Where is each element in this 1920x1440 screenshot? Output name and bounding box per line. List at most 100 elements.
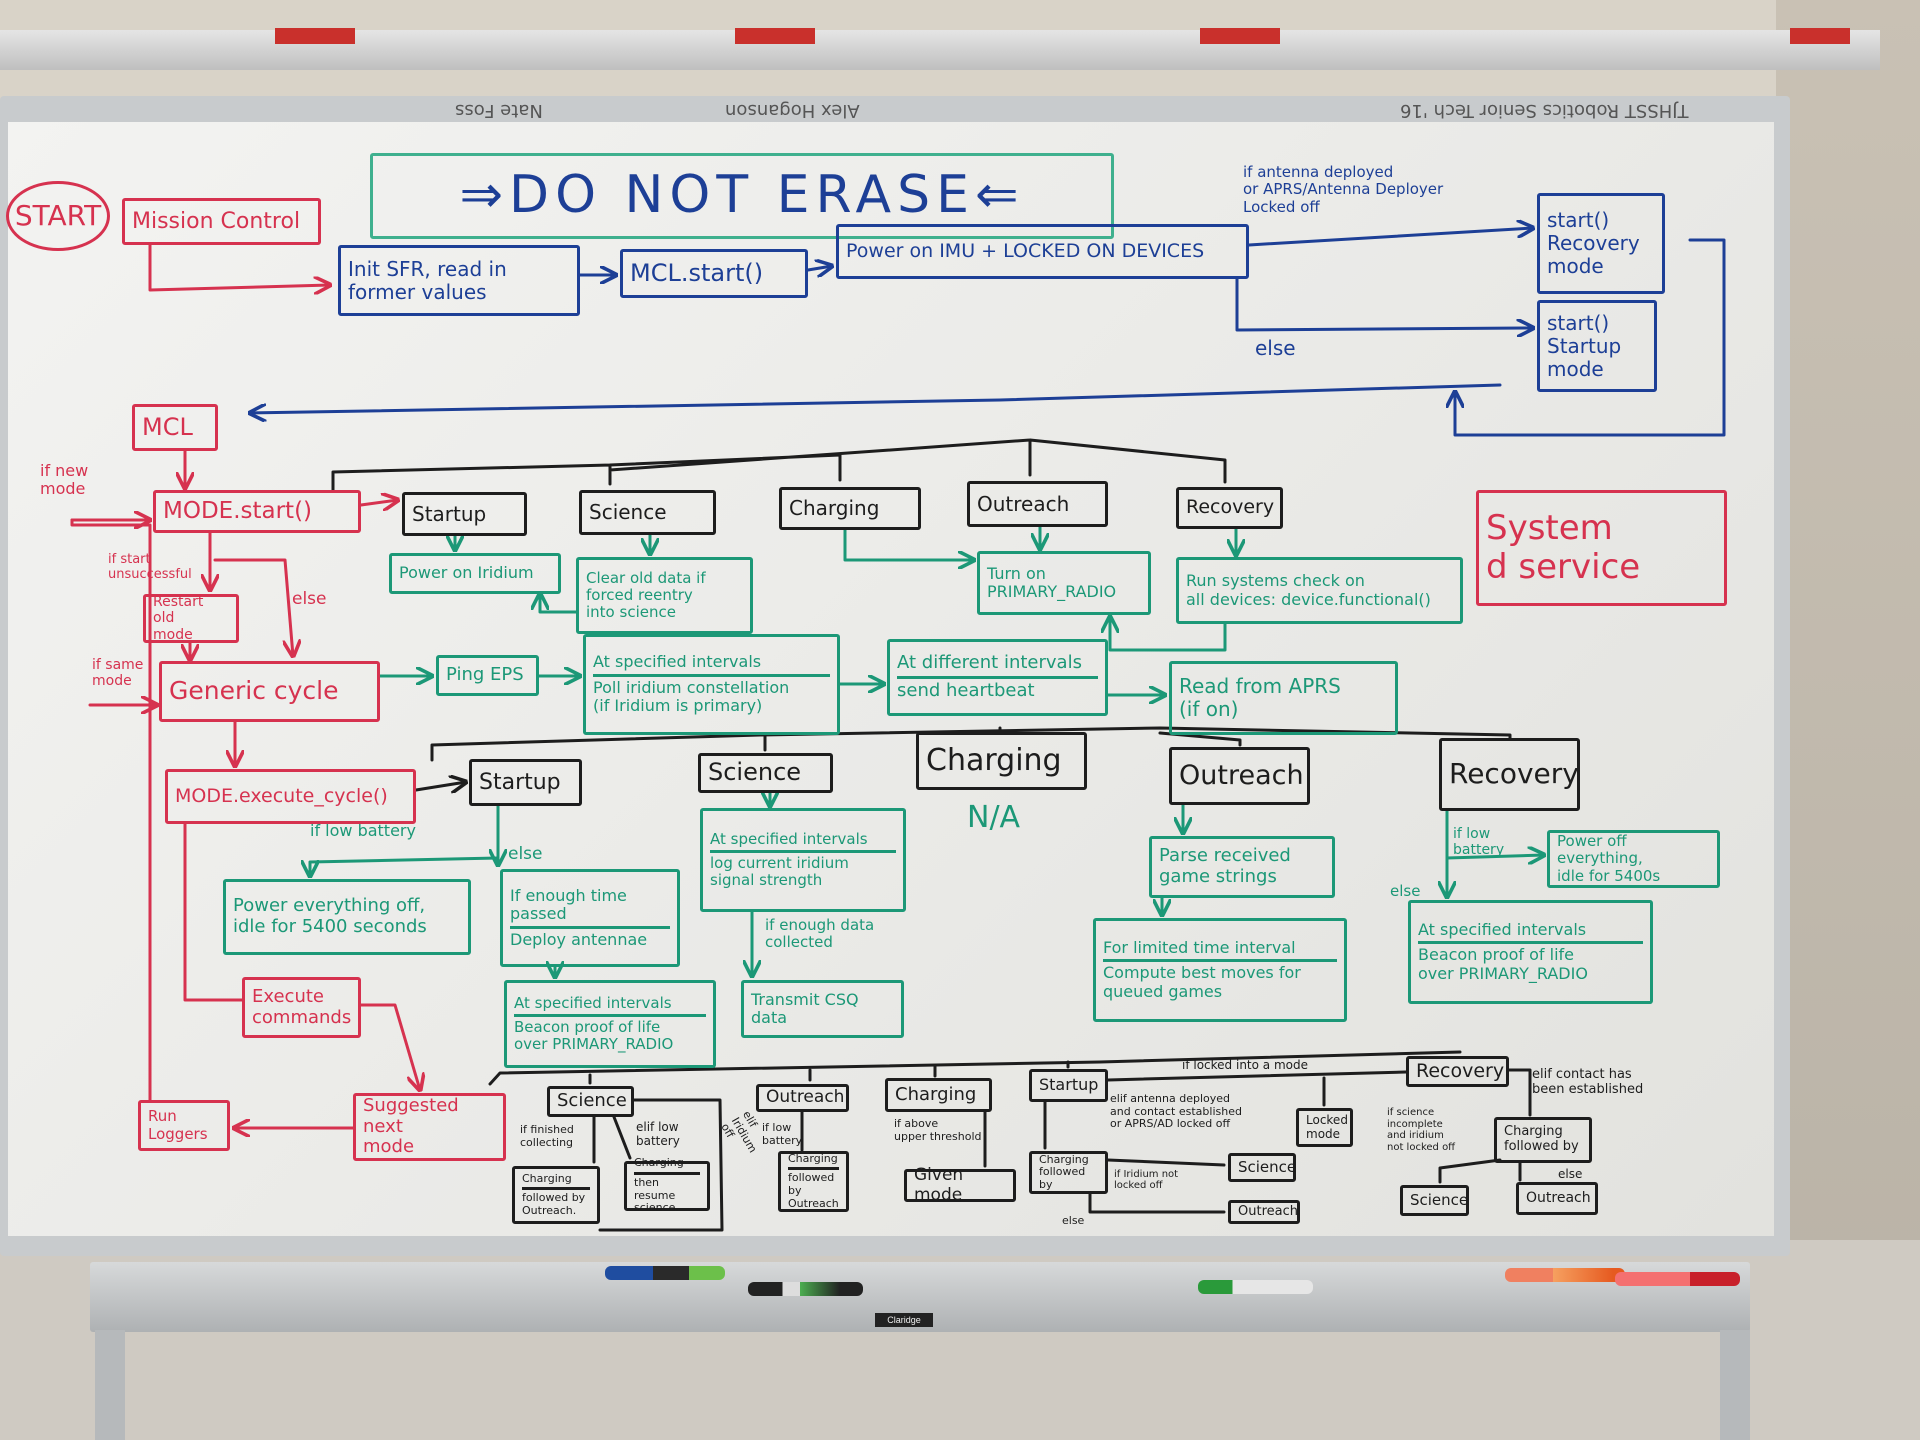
stand-leg bbox=[95, 1330, 125, 1440]
b-ch-follow-box: Charging followed by bbox=[1029, 1151, 1108, 1194]
suggested-box: Suggested next mode bbox=[353, 1093, 506, 1161]
elif-contact-label: elif contact has been established bbox=[1532, 1067, 1644, 1097]
start-box: START bbox=[6, 181, 110, 251]
else-red-label: else bbox=[292, 589, 327, 610]
b-recovery-box: Recovery bbox=[1406, 1056, 1509, 1087]
science2-box: Science bbox=[698, 753, 833, 793]
if-new-mode-label: if new mode bbox=[40, 460, 89, 498]
generic-cycle-box: Generic cycle bbox=[159, 661, 380, 722]
outreach2-box: Outreach bbox=[1169, 747, 1310, 805]
startup2-box: Startup bbox=[469, 759, 582, 806]
marker[interactable] bbox=[1615, 1272, 1740, 1286]
double-arrow-left-icon: ⇐ bbox=[974, 165, 1025, 226]
charging1-box: Charging bbox=[779, 487, 921, 530]
run-syscheck-box: Run systems check on all devices: device… bbox=[1176, 557, 1463, 624]
run-loggers-box: Run Loggers bbox=[138, 1100, 230, 1151]
elif-low-battery-label: elif low battery bbox=[636, 1120, 680, 1148]
signature: Nate Foss bbox=[455, 100, 543, 121]
red-clamp bbox=[1200, 28, 1280, 44]
else-r-label: else bbox=[1390, 882, 1421, 901]
else-blue-label: else bbox=[1255, 335, 1296, 360]
red-clamp bbox=[735, 28, 815, 44]
if-sci-incomplete-label: if science incomplete and iridium not lo… bbox=[1387, 1107, 1456, 1153]
charging2-box: Charging bbox=[916, 732, 1087, 790]
do-not-erase-text: DO NOT ERASE bbox=[509, 165, 975, 226]
start-startup-box: start() Startup mode bbox=[1537, 300, 1657, 392]
box-header: For limited time interval bbox=[1103, 938, 1337, 963]
box-body: then resume science. bbox=[634, 1175, 679, 1215]
signature: Alex Hoganson bbox=[725, 100, 860, 121]
blue-connectors bbox=[250, 228, 1726, 437]
power-off-5400-box: Power everything off, idle for 5400 seco… bbox=[223, 879, 471, 955]
mode-start-box: MODE.start() bbox=[153, 490, 361, 533]
tray-brand-logo: Claridge bbox=[875, 1313, 933, 1327]
ping-eps-box: Ping EPS bbox=[436, 655, 539, 696]
box-header: At specified intervals bbox=[1418, 920, 1643, 945]
power-off-recovery-box: Power off everything, idle for 5400s bbox=[1547, 830, 1720, 888]
if-locked-label: if locked into a mode bbox=[1182, 1058, 1308, 1073]
b-charging-box: Charging bbox=[885, 1078, 992, 1112]
background-wall bbox=[1776, 0, 1920, 1440]
whiteboard bbox=[8, 122, 1774, 1236]
box-header: Charging bbox=[522, 1172, 590, 1191]
marker[interactable] bbox=[605, 1266, 725, 1280]
recovery2-box: Recovery bbox=[1439, 738, 1580, 811]
box-header: At different intervals bbox=[897, 653, 1098, 679]
box-body: send heartbeat bbox=[897, 680, 1035, 701]
power-iridium-box: Power on Iridium bbox=[389, 553, 561, 594]
na-label: N/A bbox=[967, 799, 1021, 835]
mcl-box: MCL bbox=[132, 404, 218, 451]
b-outreach3-box: Outreach bbox=[1516, 1182, 1598, 1215]
marker[interactable] bbox=[1505, 1268, 1625, 1282]
b-outreach2-box: Outreach bbox=[1228, 1200, 1300, 1224]
double-arrow-right-icon: ⇒ bbox=[459, 165, 510, 226]
b-science3-box: Science bbox=[1400, 1185, 1469, 1216]
box-header: Charging bbox=[634, 1157, 700, 1175]
marker[interactable] bbox=[1198, 1280, 1313, 1294]
signature: TJHSST Robotics Senior Tech '16 bbox=[1400, 100, 1689, 121]
box-header: At specified intervals bbox=[593, 653, 830, 677]
if-finished-label: if finished collecting bbox=[520, 1123, 574, 1149]
if-same-mode-label: if same mode bbox=[92, 656, 144, 689]
turn-on-radio-box: Turn on PRIMARY_RADIO bbox=[977, 551, 1151, 615]
power-imu-box: Power on IMU + LOCKED ON DEVICES bbox=[836, 224, 1249, 279]
b-outreach-box: Outreach bbox=[756, 1084, 849, 1112]
b-science-box: Science bbox=[547, 1086, 634, 1117]
box-body: followed by Outreach. bbox=[522, 1191, 586, 1217]
if-above-label: if above upper threshold bbox=[894, 1117, 982, 1143]
transmit-csq-box: Transmit CSQ data bbox=[741, 980, 904, 1038]
green-connectors bbox=[310, 525, 1544, 977]
else-g-label: else bbox=[508, 844, 543, 865]
b-startup-box: Startup bbox=[1029, 1069, 1108, 1102]
parse-game-box: Parse received game strings bbox=[1149, 836, 1335, 898]
box-header: If enough time passed bbox=[510, 886, 670, 929]
red-clamp bbox=[1790, 28, 1850, 44]
if-low-batt-b-label: if low battery bbox=[762, 1121, 803, 1147]
b-science2-box: Science bbox=[1228, 1153, 1296, 1182]
mission-control-box: Mission Control bbox=[122, 198, 321, 245]
if-iridium-not-label: if Iridium not locked off bbox=[1114, 1168, 1179, 1192]
execute-cycle-box: MODE.execute_cycle() bbox=[165, 769, 416, 824]
given-mode-box: Given mode bbox=[904, 1165, 1016, 1204]
system-service-box: System d service bbox=[1476, 490, 1727, 606]
cond-antenna-label: if antenna deployed or APRS/Antenna Depl… bbox=[1243, 163, 1444, 216]
red-clamp bbox=[275, 28, 355, 44]
red-connectors bbox=[70, 243, 420, 1128]
b-ch-follow2-box: Charging followed by bbox=[1494, 1117, 1592, 1163]
marker[interactable] bbox=[748, 1282, 863, 1296]
restart-old-box: Restart old mode bbox=[143, 594, 239, 643]
if-low-battery-r-label: if low battery bbox=[1453, 825, 1505, 858]
box-header: At specified intervals bbox=[710, 830, 896, 853]
box-body: Beacon proof of life over PRIMARY_RADIO bbox=[1418, 945, 1588, 983]
if-low-battery-g-label: if low battery bbox=[310, 820, 416, 840]
